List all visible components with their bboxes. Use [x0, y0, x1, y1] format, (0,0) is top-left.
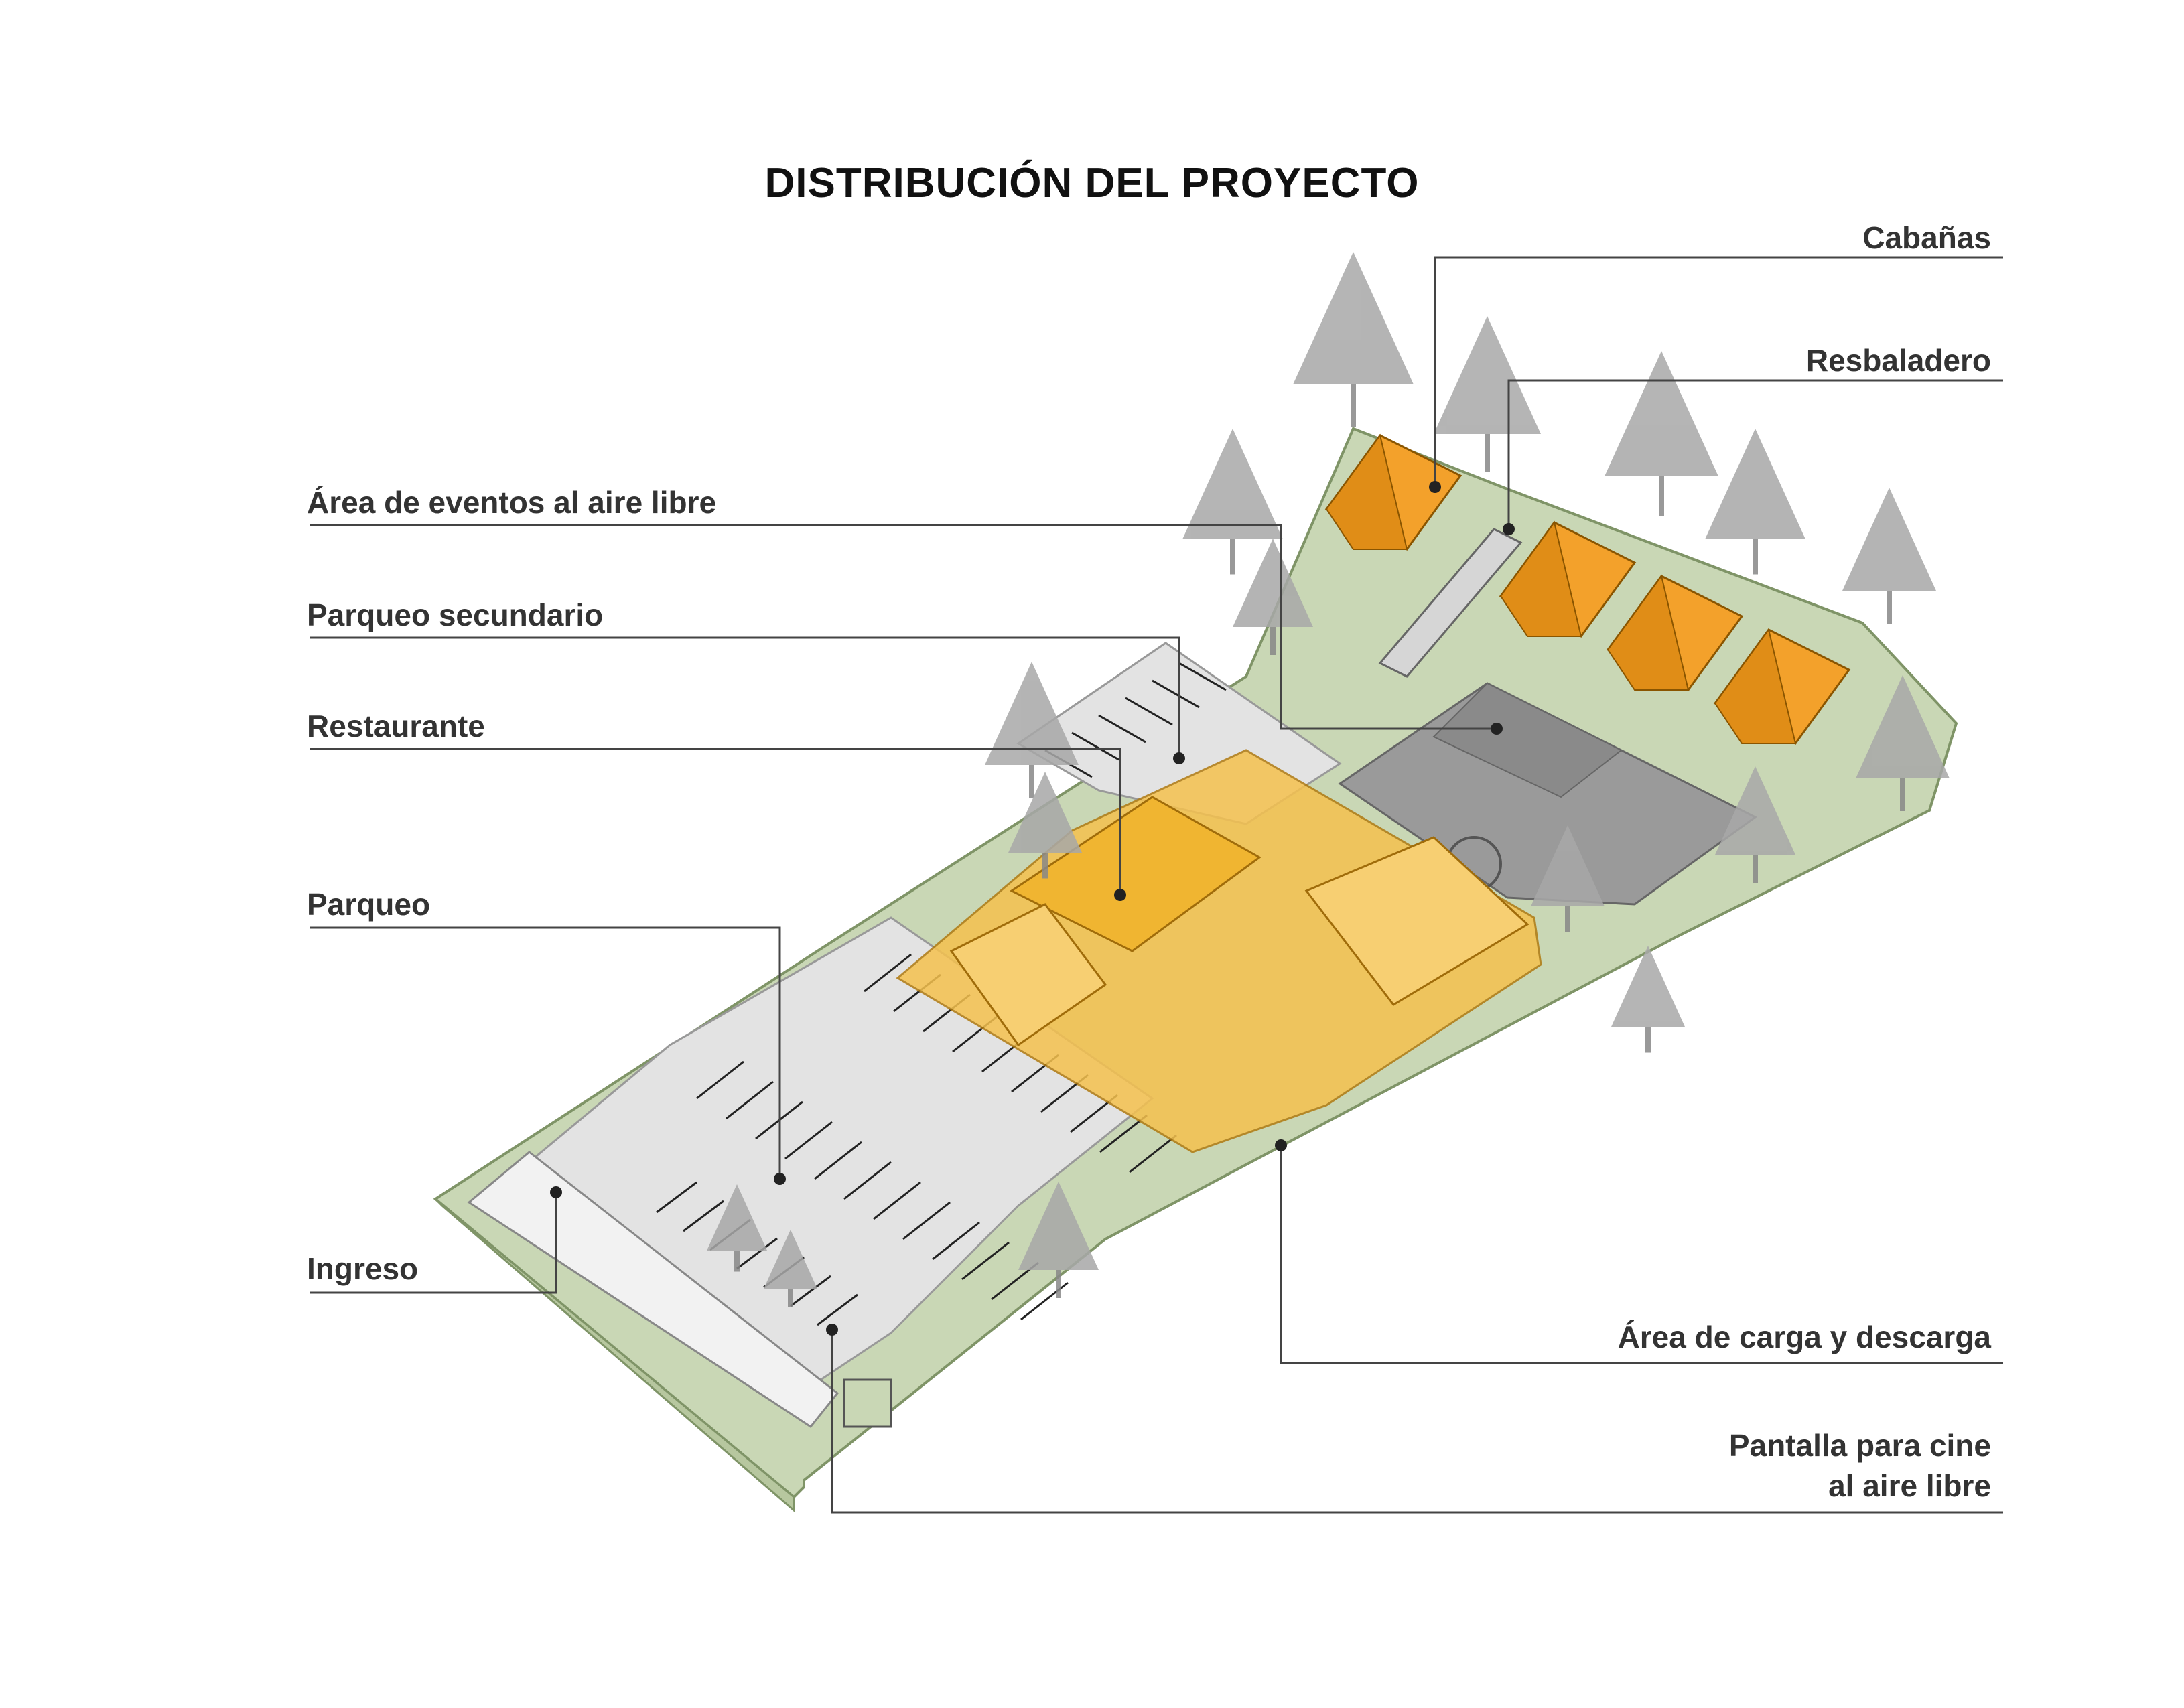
parking-stall-line: [1129, 1134, 1177, 1173]
trees: [707, 252, 1950, 1307]
parking-stall-line: [1098, 714, 1146, 743]
tree-trunk: [1351, 384, 1356, 427]
tree: [1531, 825, 1605, 906]
parking-stall-line: [843, 1161, 892, 1200]
tree: [1842, 488, 1936, 591]
cinema-screen-box: [843, 1378, 892, 1428]
cabin: [1324, 433, 1462, 551]
events-area-roof-shade: [1432, 682, 1623, 798]
tree-trunk: [788, 1289, 793, 1307]
tree-trunk: [1900, 778, 1905, 811]
label-cabanas: Cabañas: [1862, 220, 1991, 255]
cabin: [1713, 628, 1851, 745]
parking-stall-line: [1178, 662, 1227, 691]
slide: [1378, 528, 1523, 678]
parking-stall-line: [902, 1201, 951, 1240]
parking-stall-line: [736, 1237, 778, 1270]
tree: [1434, 316, 1541, 434]
tree: [1856, 675, 1950, 778]
leader-dots: [550, 481, 1515, 1336]
tree: [707, 1184, 767, 1251]
tree-trunk: [1887, 591, 1892, 624]
leader-resbaladero: [1507, 379, 2003, 529]
tree-trunk: [1056, 1270, 1061, 1298]
tree-trunk: [1645, 1027, 1651, 1053]
tree-trunk: [1042, 853, 1048, 879]
restaurant-west-wing: [949, 903, 1107, 1047]
label-pantalla-line1: Pantalla para cine: [1728, 1428, 1991, 1463]
tree: [1008, 772, 1082, 853]
tree-trunk: [1565, 906, 1570, 932]
parking-stall-line: [790, 1275, 831, 1307]
tree-trunk: [1485, 434, 1490, 472]
cabins: [1324, 433, 1851, 745]
restaurant-terrace: [1304, 836, 1529, 1006]
parking-stall-line: [932, 1221, 980, 1261]
tree-trunk: [1659, 476, 1664, 516]
parking-stall-line: [726, 1080, 774, 1120]
tree: [764, 1230, 817, 1289]
leader-eventos: [310, 524, 1497, 730]
tree: [1605, 351, 1718, 476]
tree: [1611, 946, 1685, 1027]
cabin: [1606, 574, 1744, 691]
cabin-gable: [1607, 574, 1690, 691]
tree-trunk: [734, 1251, 740, 1272]
leader-pantalla: [831, 1330, 2003, 1514]
cabin-gable: [1714, 628, 1797, 744]
leader-carga: [1280, 1145, 2003, 1364]
diagram-title: DISTRIBUCIÓN DEL PROYECTO: [764, 160, 1420, 206]
leader-cabanas: [1434, 256, 2003, 487]
parking-stall-line: [1125, 697, 1173, 726]
label-parqueo-secundario: Parqueo secundario: [307, 597, 604, 632]
site-terrain-edge: [434, 1198, 795, 1513]
cabin-gable: [1325, 433, 1408, 550]
tree-trunk: [1230, 539, 1235, 575]
tree-trunk: [1270, 627, 1276, 655]
tree-trunk: [1753, 539, 1758, 575]
tree: [1293, 252, 1414, 384]
parking-stall-line: [817, 1293, 858, 1326]
leader-ingreso: [310, 1192, 557, 1294]
label-pantalla-line2: al aire libre: [1828, 1468, 1991, 1503]
leader-parqueo: [310, 926, 781, 1179]
parking-stall-line: [873, 1181, 921, 1220]
leader-restaurante: [310, 748, 1121, 895]
tree: [1233, 539, 1313, 627]
restaurant-roof: [1010, 796, 1261, 952]
label-parqueo: Parqueo: [307, 887, 431, 922]
parking-stall-line: [814, 1141, 862, 1180]
label-eventos: Área de eventos al aire libre: [307, 485, 717, 520]
tree: [1715, 766, 1795, 855]
tree: [985, 662, 1079, 765]
cabin: [1499, 520, 1637, 638]
label-resbaladero: Resbaladero: [1805, 343, 1991, 378]
tree: [1705, 429, 1805, 539]
parking-stall-line: [864, 953, 912, 993]
entry-road: [467, 1151, 839, 1429]
parking-stall-line: [683, 1200, 724, 1232]
tree: [1182, 429, 1283, 539]
cabin-gable: [1499, 520, 1582, 637]
parking-stall-line: [696, 1060, 744, 1100]
parking-stall-line: [784, 1121, 833, 1160]
tree-trunk: [1029, 765, 1034, 798]
parking-stall-line: [1152, 679, 1200, 709]
label-carga: Área de carga y descarga: [1617, 1320, 1991, 1354]
leader-parqueo-secundario: [310, 636, 1180, 758]
parking-stall-line: [656, 1181, 697, 1214]
parking-stall-line: [961, 1241, 1010, 1281]
label-ingreso: Ingreso: [307, 1251, 419, 1286]
tree-trunk: [1753, 855, 1758, 883]
leader-lines: [310, 256, 2003, 1514]
parking-stall-line: [1071, 731, 1119, 761]
label-restaurante: Restaurante: [307, 709, 485, 743]
tree: [1018, 1182, 1099, 1270]
